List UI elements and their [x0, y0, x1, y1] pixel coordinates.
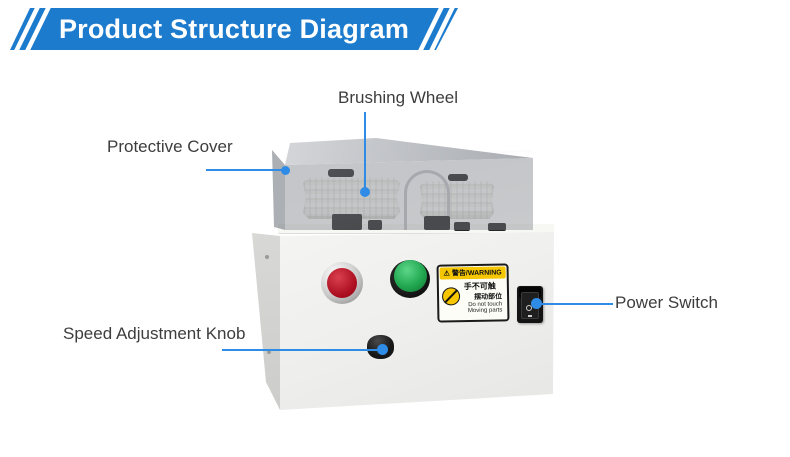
callout-dot-power-switch — [531, 298, 542, 309]
callout-label-brushing-wheel: Brushing Wheel — [338, 88, 459, 107]
callout-label-protective-cover: Protective Cover — [107, 137, 233, 156]
callout-line-protective-cover — [206, 169, 284, 171]
red-indicator-button — [327, 268, 357, 298]
warning-line-cn1: 手不可触 — [463, 281, 496, 292]
warning-header-text: 警告/WARNING — [451, 269, 502, 278]
callout-line-power-switch — [538, 303, 613, 305]
screw — [265, 255, 269, 259]
green-button — [394, 260, 427, 292]
warning-sticker-header: ⚠ 警告/WARNING — [439, 266, 506, 280]
callout-label-speed-adjustment-knob: Speed Adjustment Knob — [63, 324, 246, 343]
warning-sticker: ⚠ 警告/WARNING 手不可触 摆动部位 Do not touch Movi… — [436, 263, 510, 323]
callout-line-brushing-wheel — [364, 112, 366, 190]
no-touch-icon — [441, 287, 461, 306]
page-title: Product Structure Diagram — [58, 14, 410, 44]
title-banner: Product Structure Diagram — [10, 8, 458, 50]
callout-dot-brushing-wheel — [360, 187, 370, 197]
power-switch-on-mark — [528, 315, 532, 317]
power-switch-off-mark — [526, 305, 532, 311]
protective-cover-front — [285, 158, 533, 230]
warning-triangle-icon: ⚠ — [443, 270, 450, 278]
screw — [267, 350, 271, 354]
power-switch — [517, 286, 543, 323]
callout-label-power-switch: Power Switch — [615, 293, 718, 312]
warning-text-lines: 手不可触 摆动部位 Do not touch Moving parts — [461, 280, 507, 314]
callout-dot-speed-adjustment-knob — [377, 344, 388, 355]
machine-illustration: ⚠ 警告/WARNING 手不可触 摆动部位 Do not touch Movi… — [248, 136, 558, 418]
callout-dot-protective-cover — [281, 166, 290, 175]
warning-sticker-body: 手不可触 摆动部位 Do not touch Moving parts — [440, 280, 507, 314]
warning-line-en2: Moving parts — [467, 307, 503, 315]
callout-line-speed-adjustment-knob — [222, 349, 380, 351]
